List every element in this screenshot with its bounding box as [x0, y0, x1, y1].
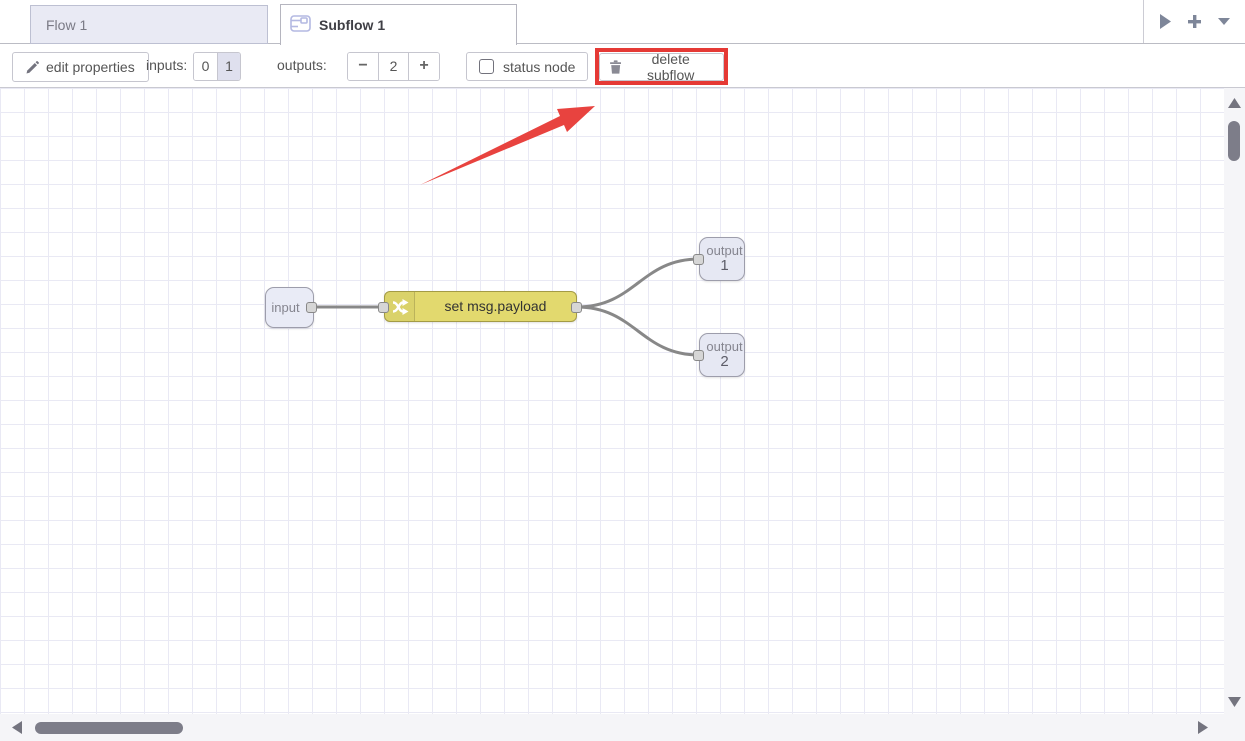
tab-label: Subflow 1: [319, 17, 386, 33]
tab-label: Flow 1: [46, 16, 88, 33]
inputs-option-1[interactable]: 1: [217, 53, 240, 80]
node-label: output: [706, 339, 743, 354]
port-change-in[interactable]: [378, 302, 389, 313]
delete-subflow-label: delete subflow: [646, 50, 695, 83]
tab-menu-caret-down-icon[interactable]: [1217, 18, 1230, 25]
node-label: output: [706, 243, 743, 258]
inputs-option-0[interactable]: 0: [194, 53, 217, 80]
shuffle-icon: [385, 292, 415, 321]
flow-canvas[interactable]: input set msg.payload output 1 output 2: [0, 88, 1224, 741]
node-label: input: [271, 299, 300, 315]
outputs-spinner: − 2 +: [347, 52, 440, 81]
node-label: set msg.payload: [444, 298, 547, 314]
trash-icon: [610, 59, 622, 74]
wire-change-to-output2[interactable]: [575, 305, 701, 357]
node-change-set-msg-payload[interactable]: set msg.payload: [384, 291, 577, 322]
subflow-toolbar: edit properties inputs: 0 1 outputs: − 2…: [0, 44, 1245, 88]
pencil-icon: [26, 60, 39, 73]
node-output-number: 1: [720, 257, 729, 274]
red-arrow-annotation: [420, 106, 595, 185]
inputs-label: inputs:: [146, 57, 188, 73]
scroll-up-icon[interactable]: [1228, 98, 1241, 108]
port-change-out[interactable]: [571, 302, 582, 313]
subflow-icon: [290, 15, 311, 35]
status-node-label: status node: [503, 58, 576, 75]
outputs-value[interactable]: 2: [378, 53, 409, 80]
horizontal-scrollbar-thumb[interactable]: [35, 722, 183, 734]
wire-change-to-output1[interactable]: [575, 257, 701, 309]
vertical-scrollbar[interactable]: [1224, 88, 1245, 741]
node-subflow-output-2[interactable]: output 2: [699, 333, 745, 377]
red-highlight-annotation: delete subflow: [595, 48, 728, 85]
outputs-label: outputs:: [277, 57, 327, 73]
outputs-decrease-button[interactable]: −: [348, 53, 378, 80]
add-tab-plus-icon[interactable]: [1187, 14, 1202, 29]
tab-subflow-1[interactable]: Subflow 1: [280, 4, 517, 45]
tab-flow-1[interactable]: Flow 1: [30, 5, 268, 44]
vertical-scrollbar-thumb[interactable]: [1228, 121, 1240, 161]
outputs-increase-button[interactable]: +: [409, 53, 439, 80]
inputs-toggle: 0 1: [193, 52, 241, 81]
delete-subflow-button[interactable]: delete subflow: [599, 50, 724, 83]
status-node-checkbox-icon[interactable]: [479, 59, 494, 74]
node-subflow-output-1[interactable]: output 1: [699, 237, 745, 281]
wires-layer: [312, 106, 701, 357]
tab-bar: Flow 1 Subflow 1: [0, 0, 1245, 45]
status-node-button[interactable]: status node: [466, 52, 589, 81]
node-output-number: 2: [720, 353, 729, 370]
scroll-left-icon[interactable]: [12, 721, 22, 734]
port-output1-in[interactable]: [693, 254, 704, 265]
edit-properties-button[interactable]: edit properties: [12, 52, 149, 82]
next-tab-play-icon[interactable]: [1159, 14, 1172, 29]
port-input-out[interactable]: [306, 302, 317, 313]
tab-controls: [1143, 0, 1245, 43]
horizontal-scrollbar[interactable]: [0, 714, 1224, 741]
scroll-right-icon[interactable]: [1198, 721, 1208, 734]
node-subflow-input[interactable]: input: [265, 287, 314, 328]
edit-properties-label: edit properties: [46, 59, 135, 75]
scroll-down-icon[interactable]: [1228, 697, 1241, 707]
port-output2-in[interactable]: [693, 350, 704, 361]
